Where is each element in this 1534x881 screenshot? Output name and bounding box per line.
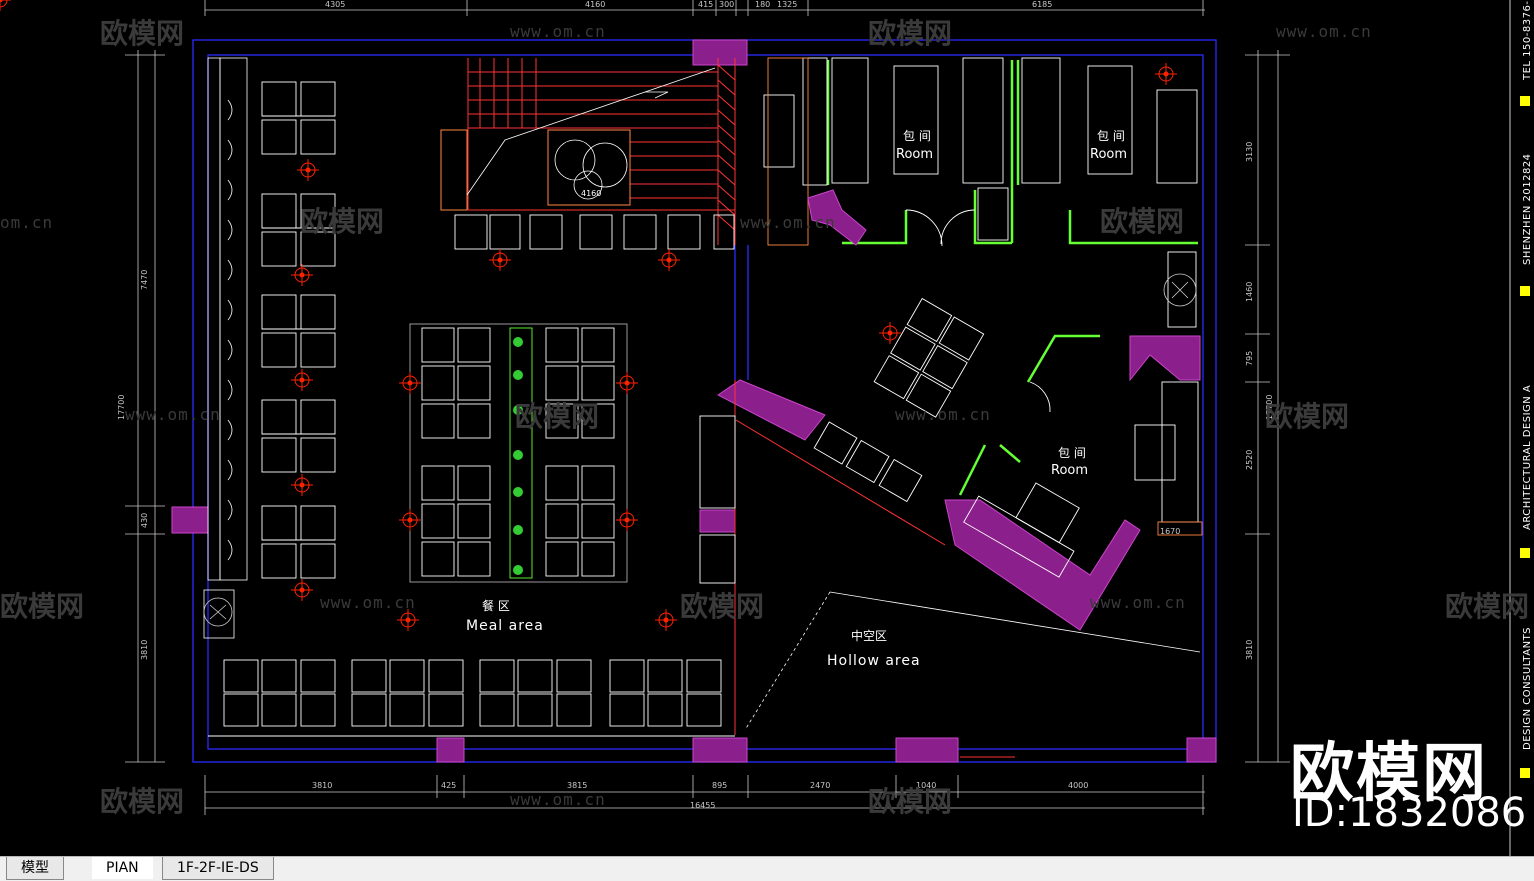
tab-1f-2f-ie-ds[interactable]: 1F-2F-IE-DS bbox=[162, 857, 274, 880]
light-fixtures bbox=[0, 0, 1178, 632]
watermark-logo: 欧模网 bbox=[1100, 205, 1185, 238]
room-label-en-2: Room bbox=[1090, 147, 1127, 162]
private-room-booths bbox=[807, 189, 1201, 382]
area-labels: 包 间 Room 包 间 Room 包 间 Room 餐 区 Meal area… bbox=[466, 129, 1127, 669]
title-marker bbox=[1520, 768, 1530, 778]
watermark-logo: 欧模网 bbox=[515, 400, 600, 433]
left-banquette bbox=[203, 57, 248, 639]
layout-tab-bar: 模型 PIAN 1F-2F-IE-DS bbox=[0, 856, 1534, 881]
floor-plan-drawing: 4160 bbox=[0, 0, 1511, 856]
svg-text:16455: 16455 bbox=[690, 801, 715, 810]
exterior-walls bbox=[192, 39, 1217, 763]
svg-text:3810: 3810 bbox=[1245, 640, 1254, 660]
brand-logo-text: 欧模网 bbox=[1290, 737, 1488, 811]
svg-text:415: 415 bbox=[698, 0, 713, 9]
title-marker bbox=[1520, 286, 1530, 296]
svg-text:3130: 3130 bbox=[1245, 142, 1254, 162]
svg-text:180: 180 bbox=[755, 0, 770, 9]
svg-text:3815: 3815 bbox=[567, 781, 587, 790]
room-label-en-3: Room bbox=[1051, 463, 1088, 478]
svg-text:4000: 4000 bbox=[1068, 781, 1088, 790]
watermark-logo: 欧模网 bbox=[300, 205, 385, 238]
svg-text:795: 795 bbox=[1245, 351, 1254, 366]
watermark-url: om.cn bbox=[0, 213, 54, 232]
title-tel: TEL 150-8376-81 bbox=[1522, 0, 1533, 80]
watermark-logo: 欧模网 bbox=[868, 785, 953, 818]
left-dining-tables bbox=[261, 81, 336, 579]
svg-text:430: 430 bbox=[140, 513, 149, 528]
svg-text:17700: 17700 bbox=[117, 395, 126, 420]
title-firm: ARCHITECTURAL DESIGN A bbox=[1522, 384, 1533, 530]
center-planters bbox=[513, 337, 523, 575]
lounge-seating bbox=[699, 297, 1080, 584]
watermark-logo: 欧模网 bbox=[680, 590, 765, 623]
watermark-logo: 欧模网 bbox=[1265, 400, 1350, 433]
room-label-cn-2: 包 间 bbox=[1097, 129, 1125, 143]
watermark-url: www.om.cn bbox=[895, 405, 991, 424]
room-label-cn-1: 包 间 bbox=[903, 129, 931, 143]
private-room-furniture bbox=[763, 57, 1203, 536]
brand-id: ID:1832086 bbox=[1292, 790, 1527, 836]
stair-size-label: 4160 bbox=[581, 189, 601, 198]
center-dining-grid bbox=[409, 323, 628, 583]
stair-side-tables bbox=[454, 214, 735, 250]
meal-area-cn: 餐 区 bbox=[482, 598, 510, 613]
watermark-url: www.om.cn bbox=[1090, 593, 1186, 612]
svg-text:3810: 3810 bbox=[312, 781, 332, 790]
watermark-url: www.om.cn bbox=[510, 22, 606, 41]
watermark-url: www.om.cn bbox=[510, 790, 606, 809]
watermark-url: www.om.cn bbox=[740, 213, 836, 232]
watermark-logo: 欧模网 bbox=[1445, 590, 1530, 623]
room-label-cn-3: 包 间 bbox=[1058, 446, 1086, 460]
svg-text:4160: 4160 bbox=[585, 0, 605, 9]
structural-columns bbox=[171, 39, 1217, 763]
hollow-area-cn: 中空区 bbox=[851, 628, 887, 643]
title-marker bbox=[1520, 548, 1530, 558]
bottom-dining-tables bbox=[208, 659, 735, 737]
title-marker bbox=[1520, 96, 1530, 106]
svg-text:3810: 3810 bbox=[140, 640, 149, 660]
potted-plants bbox=[203, 273, 1197, 627]
watermark-logo: 欧模网 bbox=[100, 17, 185, 50]
watermark-logo: 欧模网 bbox=[868, 17, 953, 50]
svg-text:1325: 1325 bbox=[777, 0, 797, 9]
tab-pian[interactable]: PIAN bbox=[92, 857, 153, 879]
svg-text:895: 895 bbox=[712, 781, 727, 790]
private-room-walls bbox=[826, 60, 1198, 496]
watermark-url: www.om.cn bbox=[125, 405, 221, 424]
svg-text:1040: 1040 bbox=[916, 781, 936, 790]
svg-text:1460: 1460 bbox=[1245, 282, 1254, 302]
watermark-url: www.om.cn bbox=[320, 593, 416, 612]
tab-model[interactable]: 模型 bbox=[6, 857, 64, 880]
svg-text:1670: 1670 bbox=[1160, 527, 1180, 536]
svg-text:300: 300 bbox=[719, 0, 734, 9]
svg-text:6185: 6185 bbox=[1032, 0, 1052, 9]
title-consult: DESIGN CONSULTANTS bbox=[1522, 626, 1533, 750]
watermark-logo: 欧模网 bbox=[100, 785, 185, 818]
cad-drawing-canvas[interactable]: 4160 bbox=[0, 0, 1534, 856]
title-city: SHENZHEN 2012824 bbox=[1522, 153, 1533, 265]
hollow-area-lines bbox=[744, 591, 1201, 731]
svg-text:2520: 2520 bbox=[1245, 450, 1254, 470]
watermark-url: www.om.cn bbox=[1276, 22, 1372, 41]
dimension-lines bbox=[125, 0, 1290, 815]
svg-text:425: 425 bbox=[441, 781, 456, 790]
svg-text:4305: 4305 bbox=[325, 0, 345, 9]
watermark-logo: 欧模网 bbox=[0, 590, 85, 623]
hollow-area-en: Hollow area bbox=[827, 653, 921, 669]
dimension-texts: 4305 4160 415 300 180 1325 6185 3810 425… bbox=[117, 0, 1274, 810]
meal-area-en: Meal area bbox=[466, 618, 544, 634]
svg-text:17700: 17700 bbox=[1265, 395, 1274, 420]
diagonal-booth-walls bbox=[717, 379, 1141, 631]
svg-text:2470: 2470 bbox=[810, 781, 830, 790]
svg-text:7470: 7470 bbox=[140, 270, 149, 290]
room-label-en-1: Room bbox=[896, 147, 933, 162]
staircase bbox=[440, 58, 736, 245]
